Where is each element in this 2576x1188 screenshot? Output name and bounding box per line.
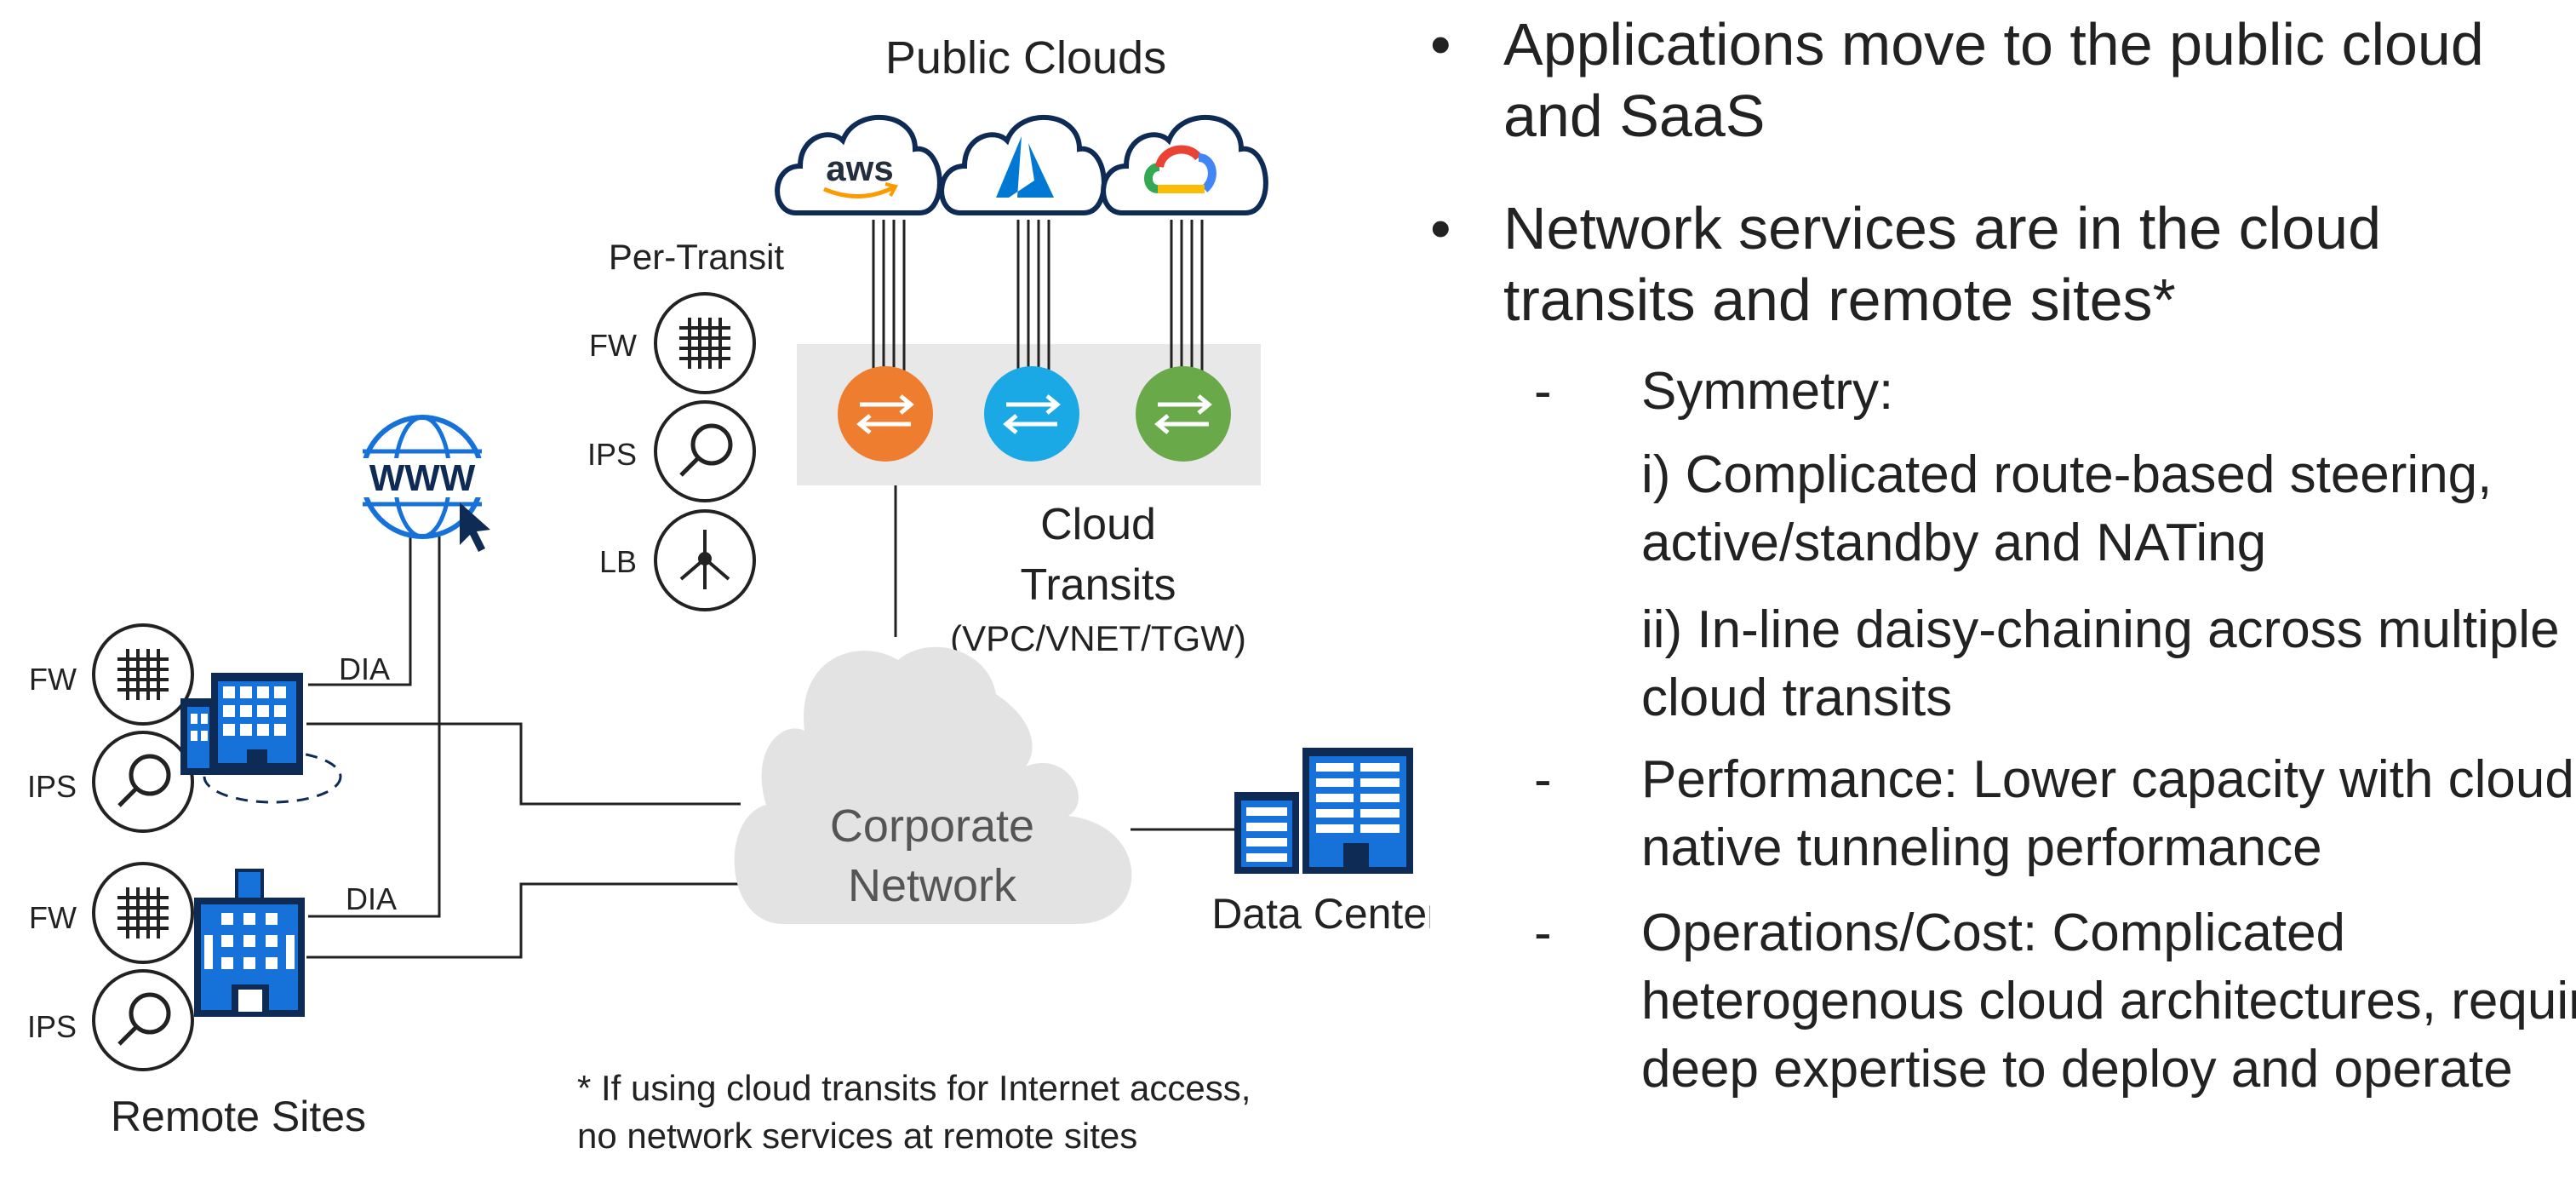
remote-site-1-ips-icon	[92, 731, 194, 833]
azure-logo-icon	[996, 136, 1054, 198]
aws-logo-icon: aws	[826, 148, 893, 188]
remote-site-2-fw-icon	[92, 862, 194, 964]
remote-site-1-fw-icon	[92, 623, 194, 726]
www-text: WWW	[369, 457, 476, 499]
google-cloud-logo-icon	[1144, 145, 1216, 193]
router-gcp-transit	[1136, 366, 1231, 462]
aws-cloud-icon: aws	[775, 114, 942, 215]
cursor-icon	[460, 502, 490, 552]
remote-site-1-dia-label: DIA	[339, 651, 390, 686]
router-azure-transit	[984, 366, 1079, 462]
sub-bullet-text: Performance: Lower capacity with cloud-n…	[1641, 750, 2576, 877]
footnote-line2: no network services at remote sites	[577, 1116, 1138, 1156]
bullet-text: Applications move to the public cloud an…	[1503, 11, 2484, 149]
per-transit-lb-label: LB	[599, 544, 637, 579]
remote-sites-label: Remote Sites	[111, 1093, 366, 1140]
cloud-transit-links	[872, 220, 1204, 371]
firewall-grid-icon	[117, 649, 169, 700]
remote-site-1-fw-label: FW	[29, 662, 77, 697]
network-links	[306, 485, 1243, 959]
globe-www-icon: WWW	[356, 415, 490, 552]
router-arrows-icon	[1003, 394, 1061, 434]
remote-site-2-building-icon	[194, 869, 305, 1017]
magnifier-icon	[679, 423, 733, 477]
symmetry-point-ii: ii) In-line daisy-chaining across multip…	[1641, 600, 2560, 727]
cloud-transits-line3: (VPC/VNET/TGW)	[950, 618, 1246, 658]
per-transit-fw-icon	[654, 292, 756, 394]
footnote: * If using cloud transits for Internet a…	[577, 1065, 1394, 1160]
per-transit-ips-label: IPS	[587, 437, 637, 472]
data-center-building-icon	[1234, 748, 1413, 874]
google-cloud-icon	[1101, 114, 1268, 215]
per-transit-ips-icon	[654, 400, 756, 502]
dash-icon: -	[1534, 750, 1552, 809]
footnote-line1: * If using cloud transits for Internet a…	[577, 1068, 1251, 1108]
dash-icon: -	[1534, 362, 1552, 421]
load-balancer-icon	[679, 530, 730, 589]
bullet-dot-icon: •	[1430, 195, 1451, 261]
bullet-dot-icon: •	[1430, 11, 1451, 77]
corporate-network-line2: Network	[848, 860, 1017, 911]
corporate-network-line1: Corporate	[830, 801, 1034, 852]
public-clouds-title: Public Clouds	[885, 32, 1166, 83]
sub-bullet-text: Symmetry:	[1641, 362, 1894, 421]
sub-bullet-text: Operations/Cost: Complicated heterogenou…	[1641, 904, 2576, 1099]
bullet-text: Network services are in the cloud transi…	[1503, 195, 2381, 333]
remote-site-2-fw-label: FW	[29, 900, 77, 935]
bullet-list: • Applications move to the public cloud …	[1430, 0, 2576, 1188]
magnifier-icon	[117, 992, 171, 1046]
remote-site-2-ips-label: IPS	[27, 1009, 77, 1044]
remote-site-2-ips-icon	[92, 969, 194, 1071]
cloud-transits-line2: Transits	[1021, 560, 1176, 610]
remote-site-1-ips-label: IPS	[27, 769, 77, 804]
per-transit-title: Per-Transit	[609, 237, 784, 277]
router-arrows-icon	[1154, 394, 1212, 434]
data-center-label: Data Center	[1211, 890, 1430, 938]
per-transit-fw-label: FW	[589, 328, 637, 363]
azure-cloud-icon	[939, 114, 1107, 215]
firewall-grid-icon	[117, 887, 169, 938]
remote-site-1-building-icon	[180, 673, 303, 775]
corporate-network-cloud	[734, 646, 1132, 924]
per-transit-lb-icon	[654, 509, 756, 611]
remote-site-2-dia-label: DIA	[346, 881, 397, 916]
cloud-transits-line1: Cloud	[1040, 500, 1156, 549]
firewall-grid-icon	[679, 318, 730, 369]
network-diagram: Public Clouds aws	[27, 32, 1430, 1140]
dash-icon: -	[1534, 904, 1552, 962]
symmetry-point-i: i) Complicated route-based steering, act…	[1641, 445, 2493, 572]
router-arrows-icon	[856, 394, 914, 434]
magnifier-icon	[117, 754, 171, 807]
router-aws-transit	[838, 366, 933, 462]
